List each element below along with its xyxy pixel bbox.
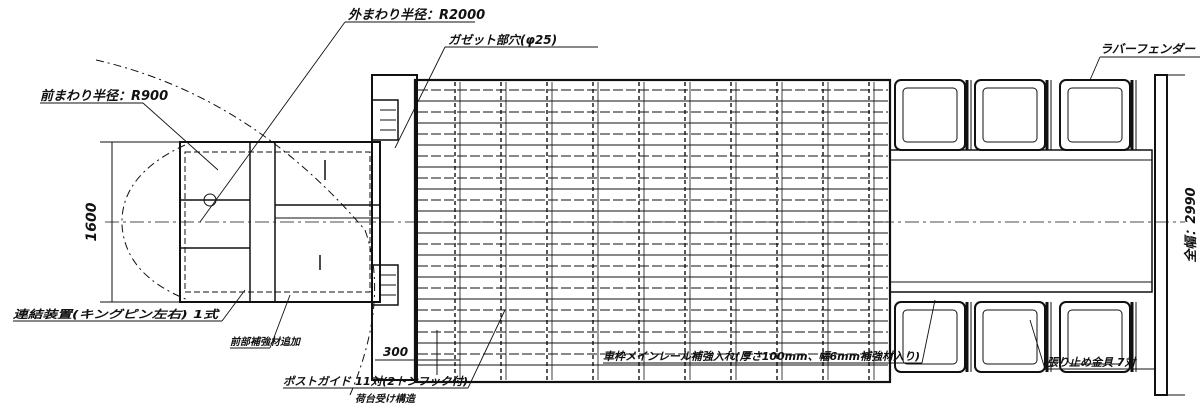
- label-outer-turn-radius: 外まわり半径：R2000: [347, 7, 485, 23]
- label-main-rail-note: 車枠メインレール補強入れ(厚さ100mm、幅6mm補強材入り): [603, 350, 920, 363]
- label-gusset-hole: ガゼット部穴(φ25): [448, 33, 557, 47]
- wheel: [894, 301, 972, 373]
- wheel-group: [894, 79, 1137, 373]
- overall-width-label: 全幅：2990: [1183, 187, 1199, 262]
- wheel: [974, 301, 1052, 373]
- wheel: [1059, 301, 1137, 373]
- neck-transition: [371, 74, 418, 381]
- main-deck: [413, 78, 892, 384]
- dim-300-label: 300: [383, 345, 408, 359]
- label-post-guide-sub: 荷台受け構造: [355, 393, 417, 405]
- label-front-frame-note: 前部補強材追加: [230, 336, 302, 348]
- gooseneck: [179, 141, 381, 303]
- label-lashing-hooks: 張り止め金具 7対: [1047, 356, 1137, 369]
- inner-turn-radius-arc: [121, 144, 189, 301]
- wheel: [894, 79, 972, 151]
- label-rubber-fender: ラバーフェンダー: [1100, 42, 1196, 56]
- wheel: [1059, 79, 1137, 151]
- outer-turn-radius-arc: [95, 59, 376, 396]
- dimension-1600: 1600: [84, 141, 180, 303]
- leader-lines: [13, 21, 1200, 389]
- label-inner-turn-radius: 前まわり半径：R900: [40, 88, 168, 104]
- label-kingpin-note: 連結装置(キングピン左右) 1式: [13, 308, 221, 321]
- dimension-300: 300: [375, 330, 460, 375]
- wheel: [974, 79, 1052, 151]
- dim-1600-label: 1600: [84, 202, 100, 241]
- label-post-guide: ポストガイド 11対(2トンフック付): [283, 375, 468, 388]
